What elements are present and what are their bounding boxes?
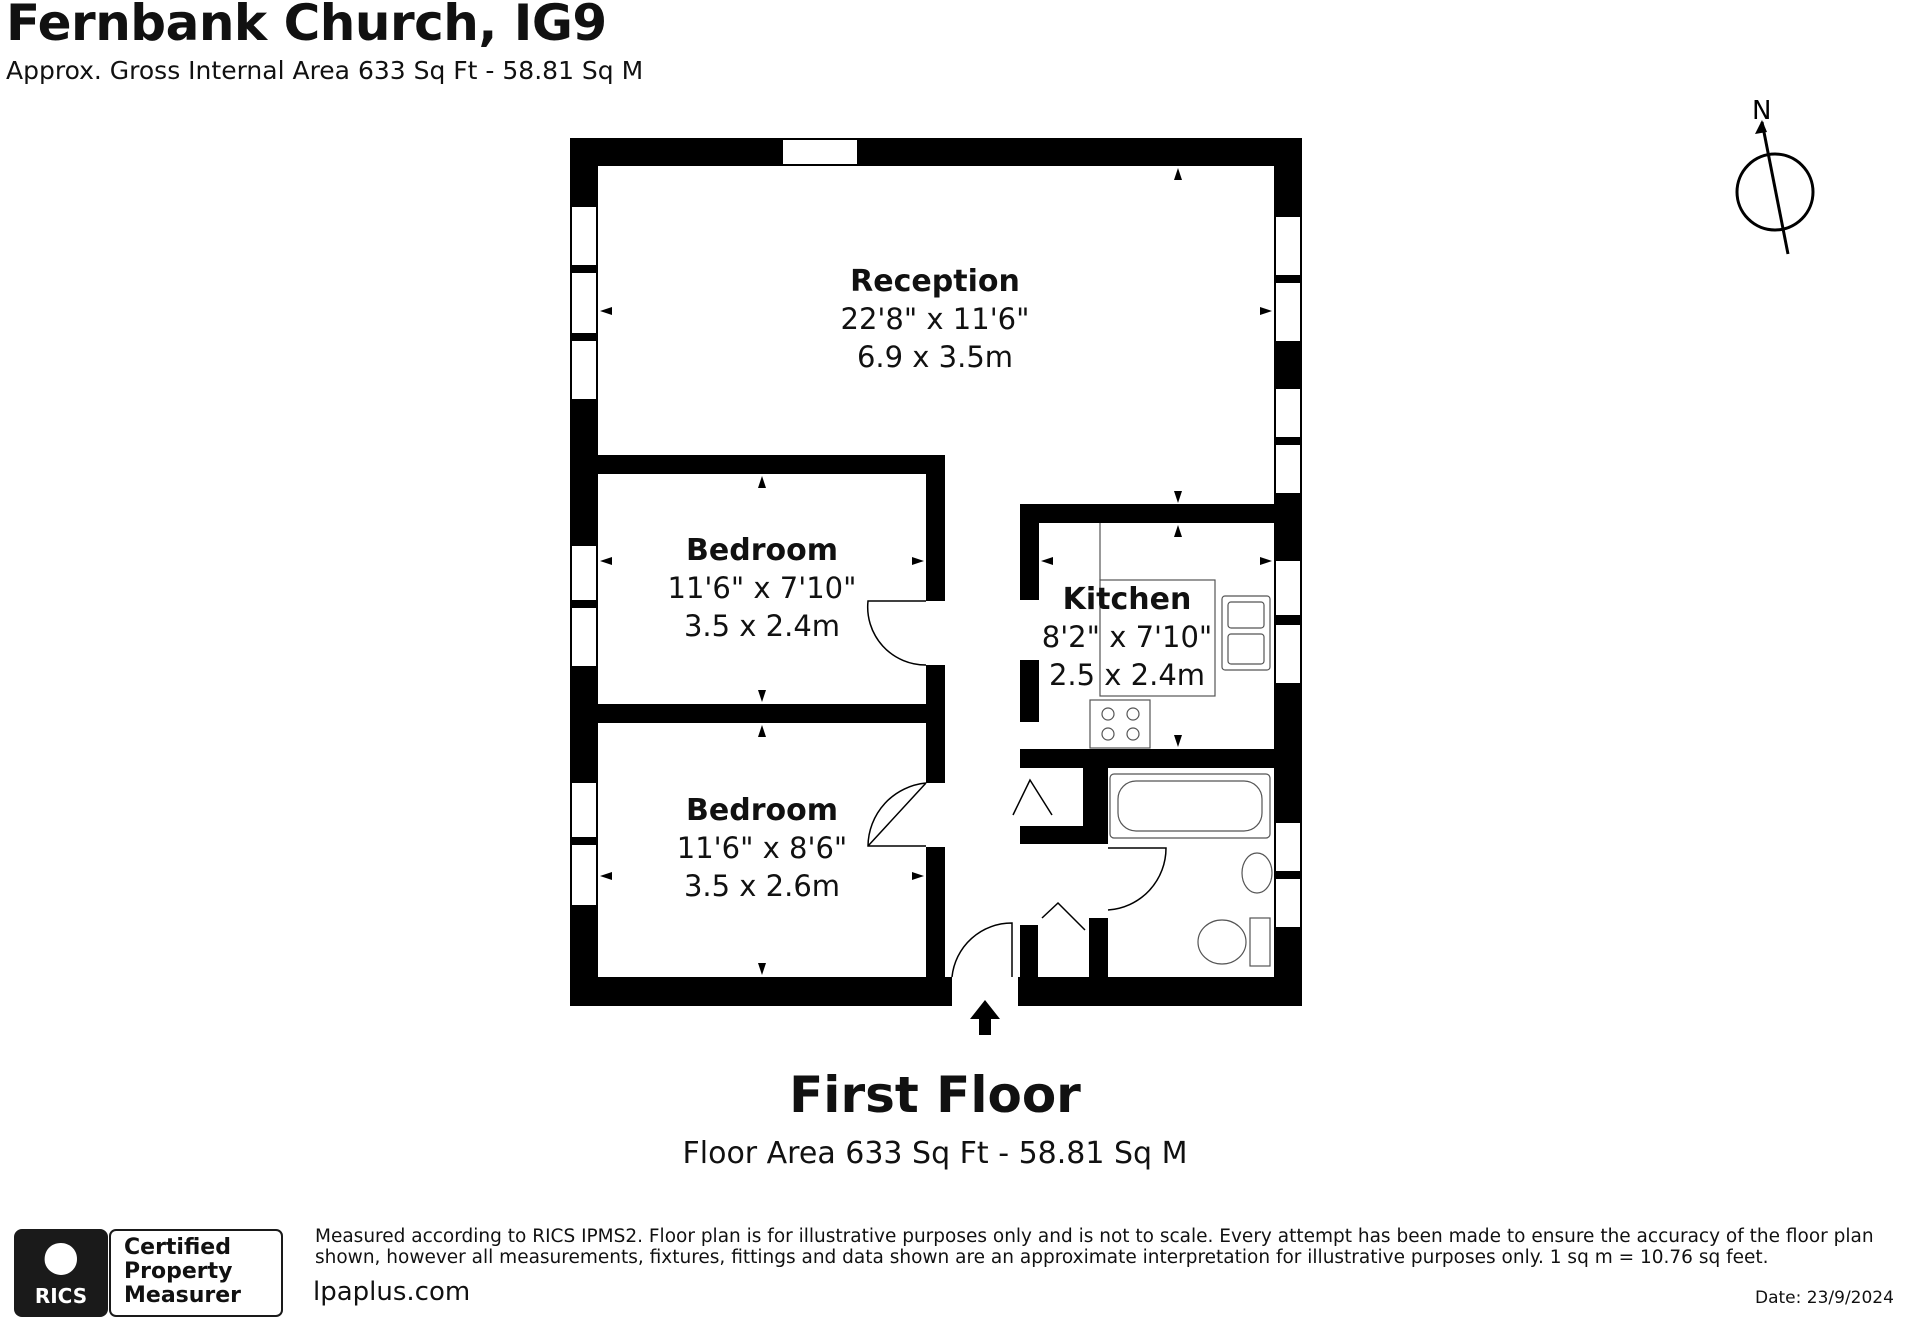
window-right-4 <box>1274 443 1302 495</box>
cpm-box <box>109 1229 283 1317</box>
cpm-line: Certified <box>124 1235 231 1260</box>
room-dimension-imperial: 8'2" x 7'10" <box>1041 620 1213 654</box>
bathroom-door <box>1107 847 1167 911</box>
room-name: Bedroom <box>686 533 838 568</box>
sink-icon <box>1221 595 1271 671</box>
bath-icon <box>1109 773 1271 839</box>
room-label-reception: Reception 22'8" x 11'6" 6.9 x 3.5m <box>841 262 1030 376</box>
gross-area-subtitle: Approx. Gross Internal Area 633 Sq Ft - … <box>6 56 644 85</box>
window-right-6 <box>1274 623 1302 685</box>
window-right-3 <box>1274 387 1302 439</box>
plan-date: Date: 23/9/2024 <box>1755 1288 1894 1308</box>
arrow-bedroom1-top <box>758 476 766 488</box>
window-right-7 <box>1274 821 1302 873</box>
window-left-1 <box>570 205 598 267</box>
window-left-5 <box>570 606 598 668</box>
doors <box>866 600 1167 978</box>
arrow-bedroom2-bottom <box>758 963 766 975</box>
bottom-wall-right <box>1018 977 1302 1006</box>
worktop <box>1099 579 1216 697</box>
rics-certified-badge: RICS <box>14 1229 283 1317</box>
cpm-line: Property <box>124 1259 233 1285</box>
corridor-wall-lower <box>926 847 945 977</box>
windows <box>570 138 1302 929</box>
window-right-5 <box>1274 559 1302 617</box>
cupboard1-door <box>1012 778 1053 816</box>
room-dimension-imperial: 11'6" x 8'6" <box>676 831 848 865</box>
bedroom2-door <box>867 782 927 847</box>
floor-title: First Floor <box>789 1066 1081 1124</box>
window-left-3 <box>570 339 598 401</box>
window-right-1 <box>1274 215 1302 277</box>
room-label-kitchen: Kitchen 8'2" x 7'10" 2.5 x 2.4m <box>1042 580 1212 694</box>
arrow-kitchen-right <box>1260 557 1272 565</box>
basin-icon <box>1241 852 1273 894</box>
window-right-2 <box>1274 281 1302 343</box>
compass-north-label: N <box>1752 96 1771 126</box>
arrow-bedroom2-top <box>758 725 766 737</box>
bedroom1-top-wall <box>598 455 945 474</box>
compass-icon <box>1735 120 1815 255</box>
kitchen-top-wall <box>1020 504 1302 523</box>
room-name: Bedroom <box>686 793 838 828</box>
bottom-wall-left <box>570 977 952 1006</box>
floor-area: Floor Area 633 Sq Ft - 58.81 Sq M <box>682 1136 1188 1171</box>
bedroom1-door <box>866 600 927 666</box>
kitchen-left-wall-upper <box>1020 504 1039 600</box>
rics-lion-icon <box>44 1243 77 1275</box>
arrow-bedroom1-right <box>912 557 924 565</box>
room-label-bedroom-2: Bedroom 11'6" x 8'6" 3.5 x 2.6m <box>677 791 847 905</box>
room-dimension-metric: 3.5 x 2.6m <box>683 868 841 903</box>
kitchen-left-wall-lower <box>1020 660 1039 722</box>
room-name: Kitchen <box>1062 582 1192 617</box>
top-wall <box>570 138 1302 166</box>
room-dimension-metric: 2.5 x 2.4m <box>1048 657 1206 692</box>
arrow-reception-right <box>1260 307 1272 315</box>
cpm-line: Measurer <box>124 1283 242 1309</box>
website-link[interactable]: lpaplus.com <box>313 1277 471 1307</box>
room-dimension-imperial: 22'8" x 11'6" <box>840 302 1030 336</box>
corridor-wall-mid <box>926 665 945 783</box>
window-right-8 <box>1274 877 1302 929</box>
arrow-bedroom1-bottom <box>758 690 766 702</box>
rics-logo-text: RICS <box>35 1284 87 1308</box>
window-top <box>781 138 859 166</box>
window-left-6 <box>570 781 598 839</box>
room-dimension-imperial: 11'6" x 7'10" <box>667 571 857 605</box>
bedroom-divider-wall <box>598 704 945 723</box>
arrow-kitchen-bottom <box>1174 735 1182 747</box>
dimension-arrows <box>600 168 1272 975</box>
cupboard2-right-wall <box>1089 918 1108 977</box>
cupboard2-door <box>1041 901 1086 931</box>
kitchen-fixtures <box>1089 523 1271 749</box>
arrow-bedroom2-left <box>600 872 612 880</box>
window-left-2 <box>570 271 598 335</box>
certified-property-measurer-text: Certified Property Measurer <box>124 1235 242 1309</box>
bedroom1-right-wall-upper <box>926 455 945 601</box>
arrow-bedroom2-right <box>912 872 924 880</box>
disclaimer-text: Measured according to RICS IPMS2. Floor … <box>315 1226 1874 1269</box>
window-left-7 <box>570 843 598 907</box>
kitchen-bottom-wall <box>1020 749 1302 768</box>
room-dimension-metric: 6.9 x 3.5m <box>856 339 1014 374</box>
cupboard1-bottom-wall <box>1020 826 1108 844</box>
entrance-arrow-icon <box>970 1000 1000 1035</box>
arrow-bedroom1-left <box>600 557 612 565</box>
window-left-4 <box>570 544 598 602</box>
cupboard2-left-wall <box>1020 925 1038 977</box>
arrow-kitchen-top <box>1174 525 1182 537</box>
hob-icon <box>1089 699 1151 749</box>
arrow-kitchen-left <box>1041 557 1053 565</box>
room-name: Reception <box>850 264 1020 299</box>
room-dimension-metric: 3.5 x 2.4m <box>683 608 841 643</box>
bathroom-fixtures <box>1109 773 1273 967</box>
entrance-door <box>951 922 1013 978</box>
plan-title: Fernbank Church, IG9 <box>6 0 607 52</box>
toilet-icon <box>1197 919 1247 965</box>
arrow-reception-bottom <box>1174 491 1182 503</box>
room-label-bedroom-1: Bedroom 11'6" x 7'10" 3.5 x 2.4m <box>668 531 857 645</box>
arrow-reception-left <box>600 307 612 315</box>
arrow-reception-top <box>1174 168 1182 180</box>
